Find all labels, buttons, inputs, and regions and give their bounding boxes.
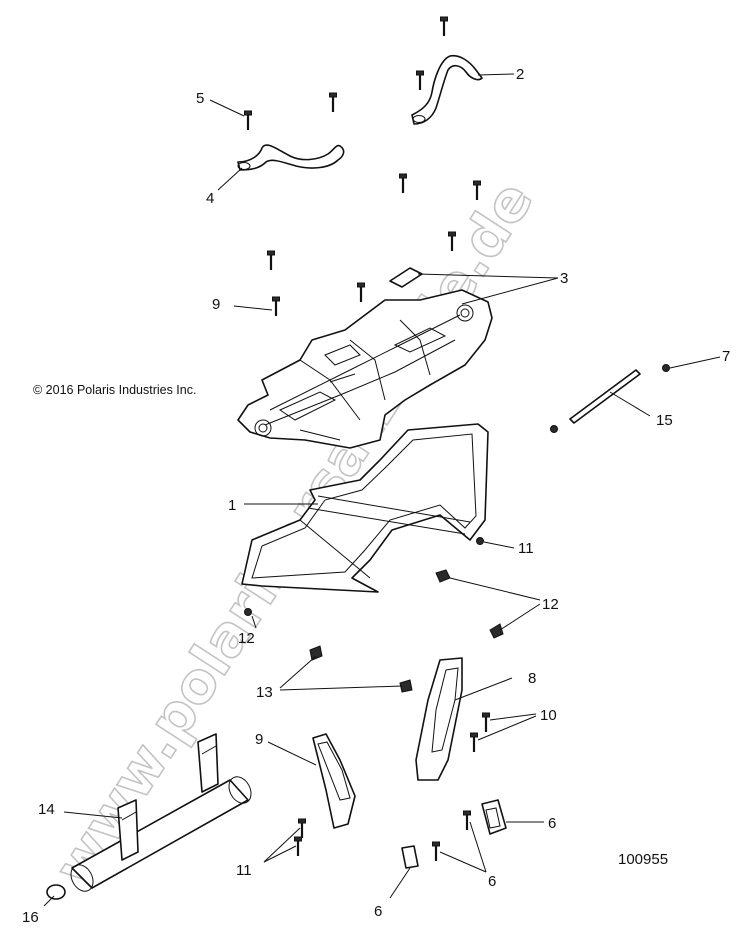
callout-2: 2 xyxy=(516,66,524,83)
callout-11-right: 10 xyxy=(540,707,557,724)
bolt-icon xyxy=(469,731,479,754)
bolt-icon xyxy=(431,840,441,863)
rack-platform xyxy=(237,289,493,449)
callout-9-upper: 7 xyxy=(722,348,730,365)
part-1-frame xyxy=(241,423,489,593)
part-14-tube-assembly xyxy=(70,733,252,892)
part-6-pad xyxy=(401,845,419,869)
callout-5: 5 xyxy=(196,90,204,107)
callout-8: 9 xyxy=(255,731,263,748)
part-16-cap xyxy=(46,884,66,900)
callout-13-right: 12 xyxy=(542,596,559,613)
nut-icon xyxy=(244,608,252,616)
bolt-icon xyxy=(328,91,338,114)
bolt-icon xyxy=(415,69,425,92)
callout-7: 8 xyxy=(528,670,536,687)
part-4-grab-handle xyxy=(237,144,345,171)
callout-6-lower: 6 xyxy=(374,903,382,920)
clip-icon xyxy=(435,569,451,583)
callout-4: 4 xyxy=(206,190,214,207)
callout-12-upper: 11 xyxy=(518,540,534,557)
copyright-notice: © 2016 Polaris Industries Inc. xyxy=(33,383,196,397)
bolt-icon xyxy=(439,15,449,38)
figure-number: 100955 xyxy=(618,851,668,868)
part-8-bracket xyxy=(312,733,356,829)
part-2-grab-handle xyxy=(411,54,483,125)
callout-9-lower: 6 xyxy=(488,873,496,890)
callout-11-left: 11 xyxy=(236,862,252,879)
bolt-icon xyxy=(271,295,281,318)
bolt-icon xyxy=(398,172,408,195)
callout-15: 15 xyxy=(656,412,673,429)
bolt-icon xyxy=(356,281,366,304)
callout-12-lower: 12 xyxy=(238,630,255,647)
callout-10: 9 xyxy=(212,296,220,313)
bolt-icon xyxy=(266,249,276,272)
clip-icon xyxy=(399,679,413,693)
part-6-pad xyxy=(481,799,507,835)
callout-3: 3 xyxy=(560,270,568,287)
callout-6-right: 6 xyxy=(548,815,556,832)
clip-icon xyxy=(309,645,323,661)
nut-icon xyxy=(662,364,670,372)
clip-icon xyxy=(489,623,504,639)
callout-13-left: 13 xyxy=(256,684,273,701)
callout-16: 16 xyxy=(22,909,39,926)
part-7-bracket xyxy=(415,657,463,781)
bolt-icon xyxy=(243,109,253,132)
nut-icon xyxy=(476,537,484,545)
callout-1: 1 xyxy=(228,497,236,514)
leader-lines xyxy=(43,73,721,907)
nut-icon xyxy=(550,425,558,433)
bolt-icon xyxy=(481,711,491,734)
part-15-rod xyxy=(569,369,641,424)
bolt-icon xyxy=(462,809,472,832)
callout-14: 14 xyxy=(38,801,55,818)
